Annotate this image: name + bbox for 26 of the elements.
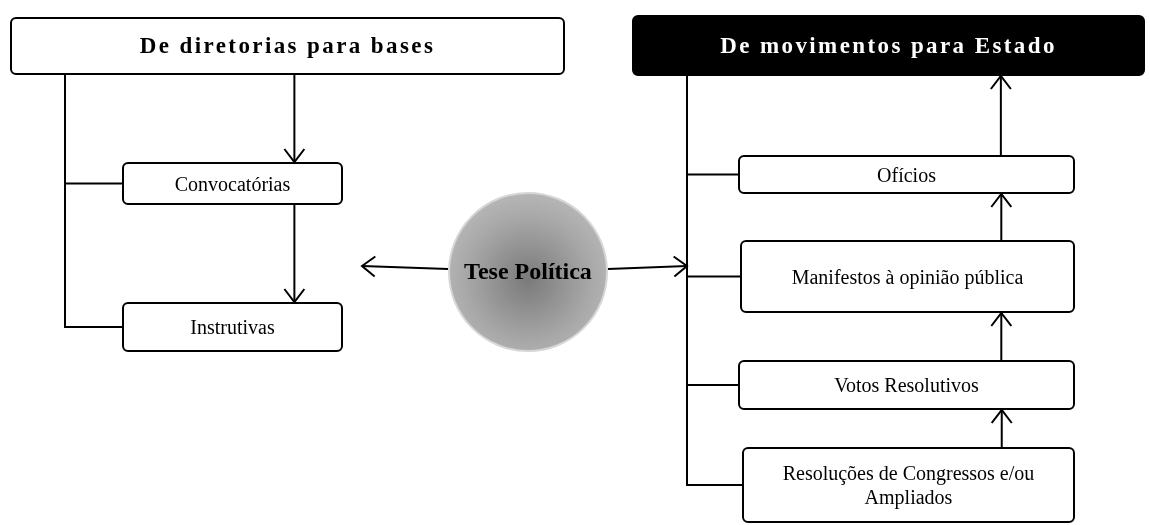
arrow: [990, 312, 1013, 361]
process-box: [122, 162, 343, 205]
node-text: Convocatórias: [174, 171, 291, 196]
process-box: [740, 240, 1075, 313]
heading-box: [10, 17, 565, 75]
process-box: [738, 360, 1075, 410]
process-box: [122, 302, 343, 352]
node-text: Tese Política: [464, 258, 592, 286]
arrow: [283, 204, 306, 303]
process-box: [742, 447, 1075, 523]
node-text: Manifestos à opinião pública: [791, 264, 1024, 289]
node-text: Resoluções de Congressos e/ou Ampliados: [781, 461, 1036, 509]
node-text: Ofícios: [877, 162, 936, 187]
arrow: [361, 255, 450, 278]
process-box: [738, 155, 1075, 194]
node-text: Votos Resolutivos: [834, 373, 979, 397]
heading-box: [632, 15, 1145, 76]
arrow: [989, 75, 1012, 156]
node-text: De movimentos para Estado: [720, 32, 1057, 59]
arrow: [990, 409, 1013, 448]
node-text: Instrutivas: [190, 315, 275, 339]
arrow: [990, 193, 1013, 241]
arrow: [283, 74, 306, 163]
arrow: [606, 255, 688, 278]
node-text: De diretorias para bases: [139, 33, 436, 59]
connector-line: [64, 74, 123, 328]
